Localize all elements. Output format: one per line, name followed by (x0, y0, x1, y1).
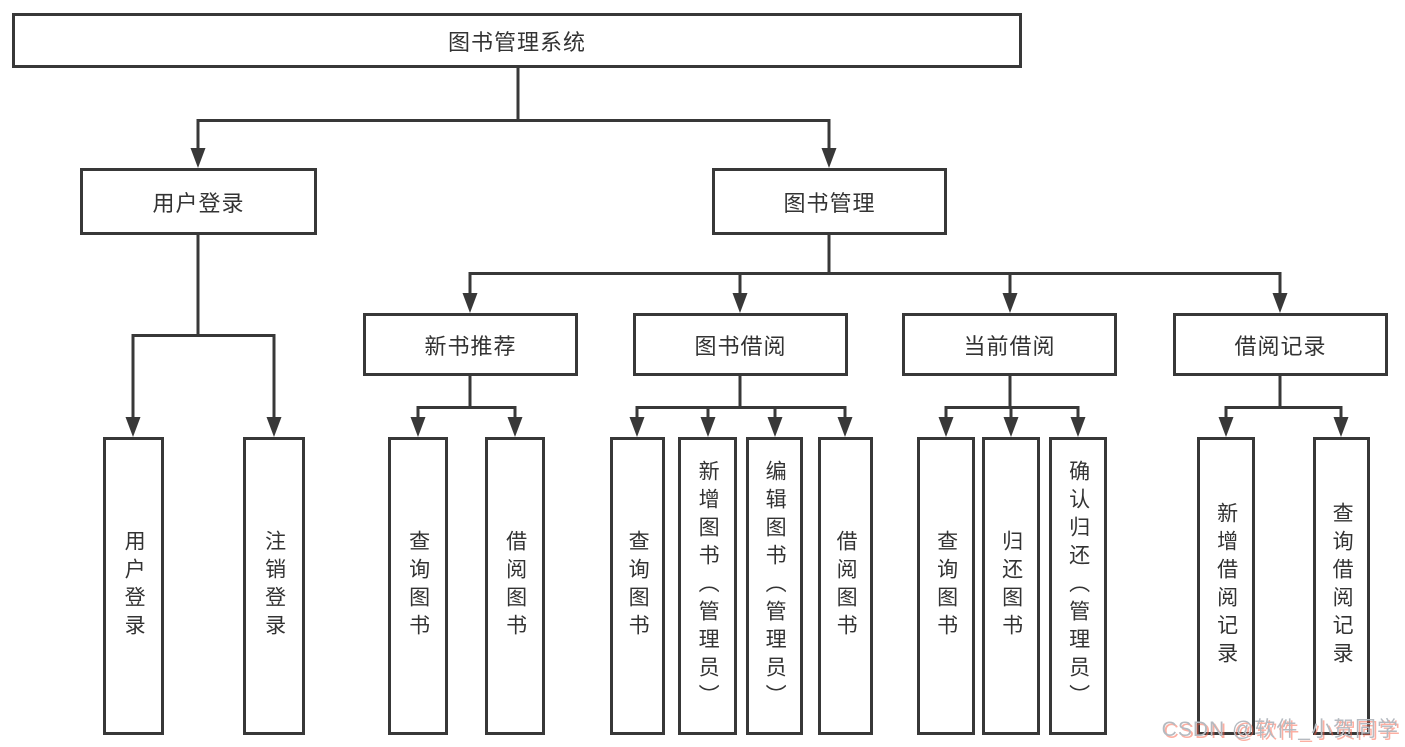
node-leaf-query-books-2: 查询图书 (610, 437, 665, 735)
node-borrowing-records: 借阅记录 (1173, 313, 1388, 376)
vertical-label: 确认归还（管理员） (1066, 460, 1090, 712)
node-book-management: 图书管理 (712, 168, 947, 235)
node-user-login: 用户登录 (80, 168, 317, 235)
node-leaf-borrow-books-2: 借阅图书 (818, 437, 873, 735)
node-leaf-query-books-1: 查询图书 (388, 437, 448, 735)
node-leaf-add-borrow-record: 新增借阅记录 (1197, 437, 1255, 735)
vertical-label: 借阅图书 (834, 530, 858, 642)
csdn-watermark: CSDN @软件_小贺同学 (1161, 718, 1399, 741)
vertical-label: 归还图书 (999, 530, 1023, 642)
node-leaf-borrow-books-1: 借阅图书 (485, 437, 545, 735)
vertical-label: 用户登录 (122, 530, 146, 642)
node-leaf-confirm-return-admin: 确认归还（管理员） (1049, 437, 1107, 735)
vertical-label: 编辑图书（管理员） (763, 460, 787, 712)
node-leaf-user-login: 用户登录 (103, 437, 164, 735)
node-leaf-query-borrow-record: 查询借阅记录 (1313, 437, 1370, 735)
node-leaf-logout: 注销登录 (243, 437, 305, 735)
vertical-label: 新增借阅记录 (1214, 502, 1238, 670)
node-leaf-add-book-admin: 新增图书（管理员） (678, 437, 737, 735)
vertical-label: 新增图书（管理员） (696, 460, 720, 712)
node-book-borrowing: 图书借阅 (633, 313, 848, 376)
node-leaf-return-books: 归还图书 (982, 437, 1040, 735)
node-leaf-edit-book-admin: 编辑图书（管理员） (746, 437, 803, 735)
vertical-label: 查询借阅记录 (1330, 502, 1354, 670)
node-current-borrowing: 当前借阅 (902, 313, 1117, 376)
vertical-label: 查询图书 (406, 530, 430, 642)
vertical-label: 借阅图书 (503, 530, 527, 642)
vertical-label: 查询图书 (626, 530, 650, 642)
vertical-label: 注销登录 (262, 530, 286, 642)
node-new-book-recommendation: 新书推荐 (363, 313, 578, 376)
vertical-label: 查询图书 (934, 530, 958, 642)
node-leaf-query-books-3: 查询图书 (917, 437, 975, 735)
node-root: 图书管理系统 (12, 13, 1022, 68)
